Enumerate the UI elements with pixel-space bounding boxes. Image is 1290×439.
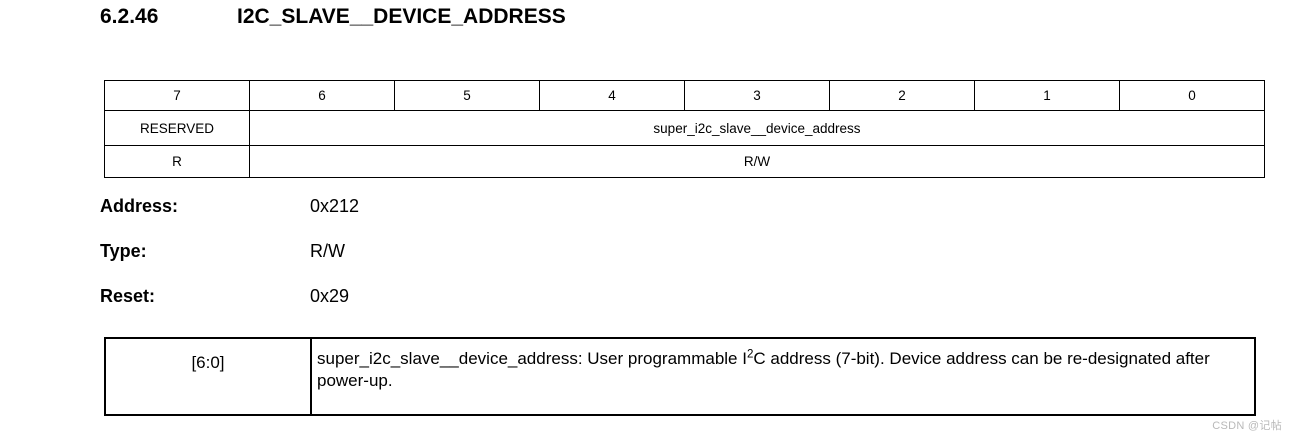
table-row-field-names: RESERVED super_i2c_slave__device_address	[104, 110, 1265, 146]
bit-header-6: 6	[249, 80, 395, 111]
description-text-part-2: C address (7-bit). Device address can be…	[317, 349, 1210, 391]
table-row-description: [6:0] super_i2c_slave__device_address: U…	[104, 337, 1256, 416]
type-label: Type:	[100, 241, 147, 261]
reset-label: Reset:	[100, 286, 156, 306]
address-label: Address:	[100, 196, 179, 216]
description-bits: [6:0]	[104, 337, 312, 416]
attribute-row-type: Type: R/W	[100, 241, 800, 286]
section-title: I2C_SLAVE__DEVICE_ADDRESS	[237, 5, 566, 28]
bit-header-4: 4	[539, 80, 685, 111]
watermark: CSDN @记帖	[1212, 420, 1282, 432]
attribute-row-address: Address: 0x212	[100, 196, 800, 241]
type-value: R/W	[310, 241, 345, 261]
description-text: super_i2c_slave__device_address: User pr…	[310, 337, 1256, 416]
description-text-part-1: super_i2c_slave__device_address: User pr…	[317, 349, 747, 368]
address-value: 0x212	[310, 196, 360, 216]
bitfield-table: 7 6 5 4 3 2 1 0 RESERVED super_i2c_slave…	[104, 80, 1265, 178]
page-title: 6.2.46 I2C_SLAVE__DEVICE_ADDRESS	[100, 5, 566, 29]
table-row-access: R R/W	[104, 145, 1265, 178]
bit-header-7: 7	[104, 80, 250, 111]
bit-header-0: 0	[1119, 80, 1265, 111]
field-access-cell: R/W	[249, 145, 1265, 178]
reserved-access: R	[104, 145, 250, 178]
bit-header-5: 5	[394, 80, 540, 111]
bit-header-1: 1	[974, 80, 1120, 111]
section-number: 6.2.46	[100, 5, 159, 28]
description-table: [6:0] super_i2c_slave__device_address: U…	[104, 337, 1256, 416]
attribute-list: Address: 0x212 Type: R/W Reset: 0x29	[100, 196, 800, 331]
attribute-row-reset: Reset: 0x29	[100, 286, 800, 331]
reserved-label: RESERVED	[104, 110, 250, 146]
field-name-cell: super_i2c_slave__device_address	[249, 110, 1265, 146]
bit-header-2: 2	[829, 80, 975, 111]
table-row-bit-numbers: 7 6 5 4 3 2 1 0	[104, 80, 1265, 111]
description-superscript: 2	[746, 348, 754, 361]
bit-header-3: 3	[684, 80, 830, 111]
reset-value: 0x29	[310, 286, 350, 306]
